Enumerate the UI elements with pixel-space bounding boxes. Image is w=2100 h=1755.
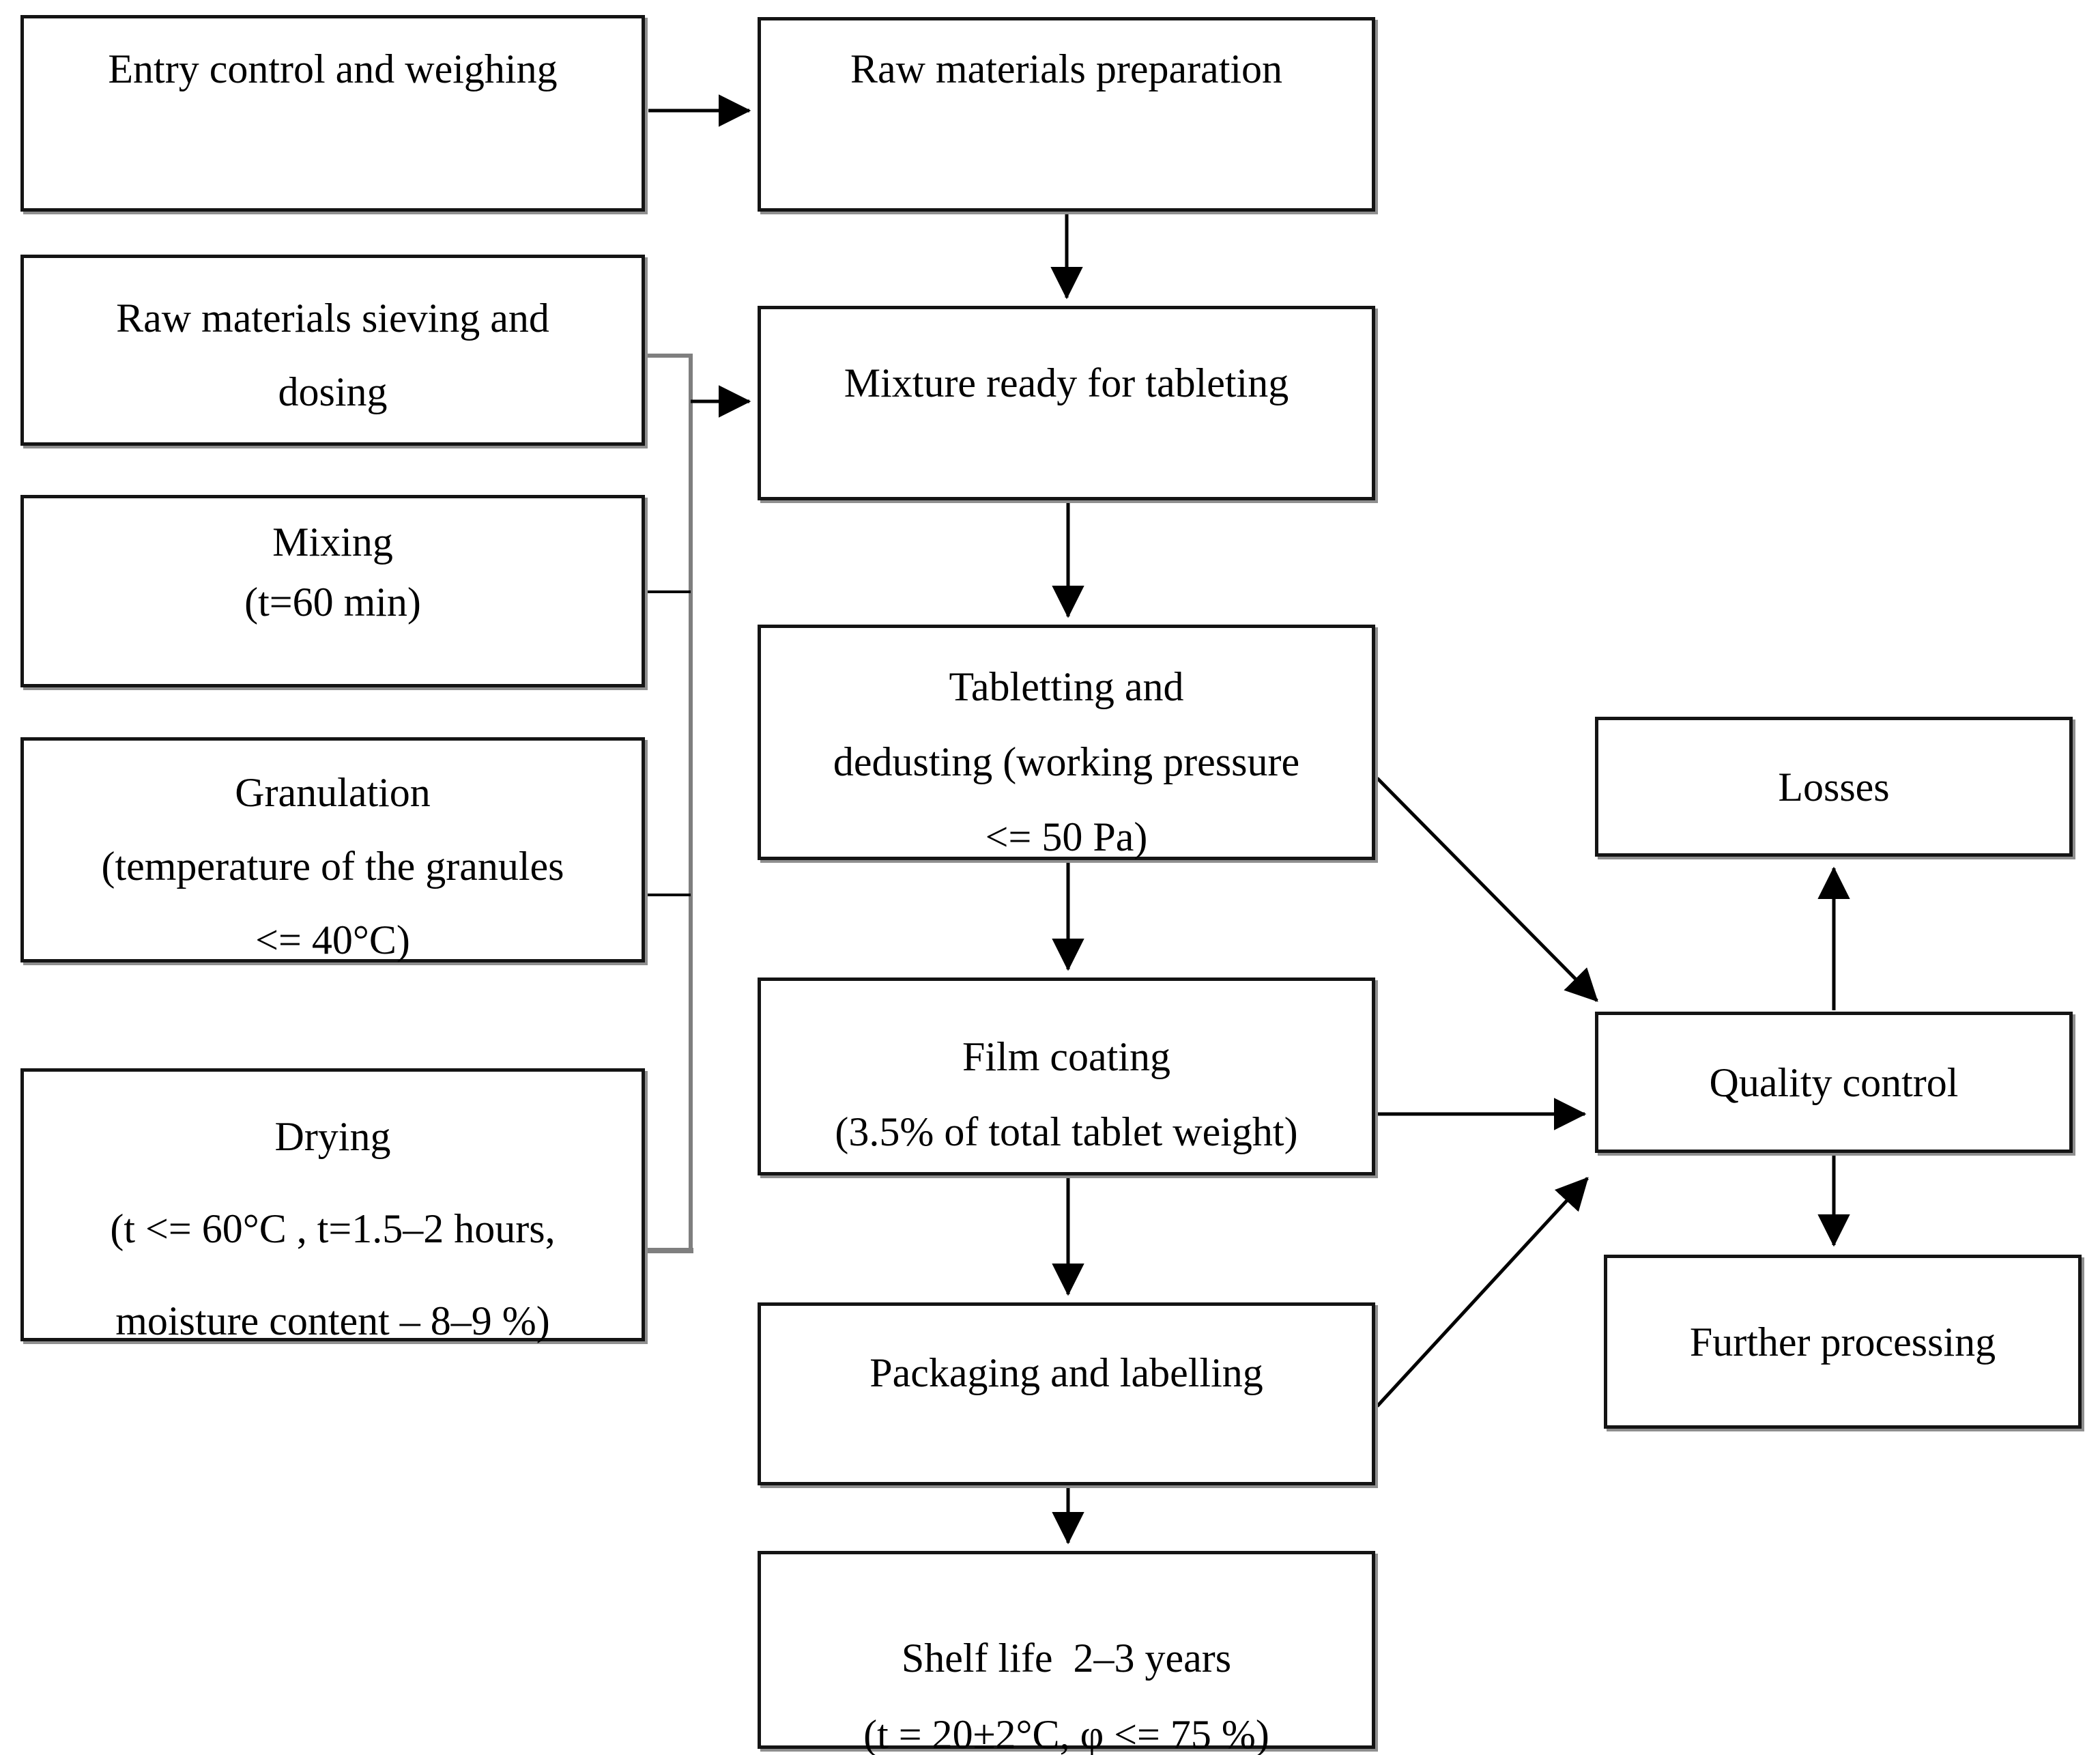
node-mixing: Mixing (t=60 min) (20, 495, 645, 687)
node-raw-materials-preparation: Raw materials preparation (758, 17, 1375, 212)
node-label-line: Film coating (962, 1034, 1170, 1079)
node-label-line: Raw materials sieving and (116, 296, 549, 341)
node-label-line: (t=60 min) (244, 580, 421, 625)
node-losses: Losses (1595, 717, 2073, 857)
node-label-line: Raw materials preparation (850, 46, 1283, 91)
node-label-line: Drying (274, 1114, 391, 1159)
node-tabletting-and-dedusting: Tabletting and dedusting (working pressu… (758, 625, 1375, 860)
node-entry-control-and-weighing: Entry control and weighing (20, 15, 645, 212)
node-label-line: Packaging and labelling (869, 1350, 1263, 1395)
node-label-line: <= 50 Pa) (985, 814, 1148, 859)
node-label-line: Tabletting and (949, 664, 1184, 709)
arrow-packaging-to-quality (1376, 1177, 1589, 1408)
node-label-line: Losses (1778, 764, 1890, 810)
node-label-line: Granulation (235, 770, 431, 815)
node-quality-control: Quality control (1595, 1012, 2073, 1153)
node-drying: Drying (t <= 60°C , t=1.5–2 hours, moist… (20, 1068, 645, 1343)
node-label-line: Mixing (272, 519, 393, 565)
node-label-line: (temperature of the granules (101, 844, 564, 889)
node-label-line: Quality control (1709, 1059, 1959, 1105)
node-label-line: dosing (278, 369, 388, 414)
node-granulation: Granulation (temperature of the granules… (20, 737, 645, 962)
node-mixture-ready-for-tableting: Mixture ready for tableting (758, 306, 1375, 500)
node-label-line: <= 40°C) (255, 917, 410, 962)
node-label-line: Shelf life 2–3 years (901, 1636, 1232, 1681)
node-label-line: (3.5% of total tablet weight) (835, 1109, 1298, 1154)
node-label-line: Mixture ready for tableting (844, 360, 1289, 405)
node-label-line: (t <= 60°C , t=1.5–2 hours, (110, 1206, 556, 1251)
node-packaging-and-labelling: Packaging and labelling (758, 1302, 1375, 1485)
node-label-line: (t = 20±2°C, φ <= 75 %) (863, 1712, 1269, 1755)
node-further-processing: Further processing (1604, 1255, 2082, 1429)
node-shelf-life: Shelf life 2–3 years (t = 20±2°C, φ <= 7… (758, 1551, 1375, 1755)
node-label-line: moisture content – 8–9 %) (115, 1298, 550, 1343)
node-label-line: dedusting (working pressure (833, 739, 1300, 784)
arrow-tabletting-to-quality (1376, 777, 1598, 1002)
node-raw-materials-sieving-and-dosing: Raw materials sieving and dosing (20, 255, 645, 446)
node-film-coating: Film coating (3.5% of total tablet weigh… (758, 978, 1375, 1175)
node-label-line: Entry control and weighing (108, 46, 558, 91)
node-label-line: Further processing (1689, 1319, 1996, 1365)
